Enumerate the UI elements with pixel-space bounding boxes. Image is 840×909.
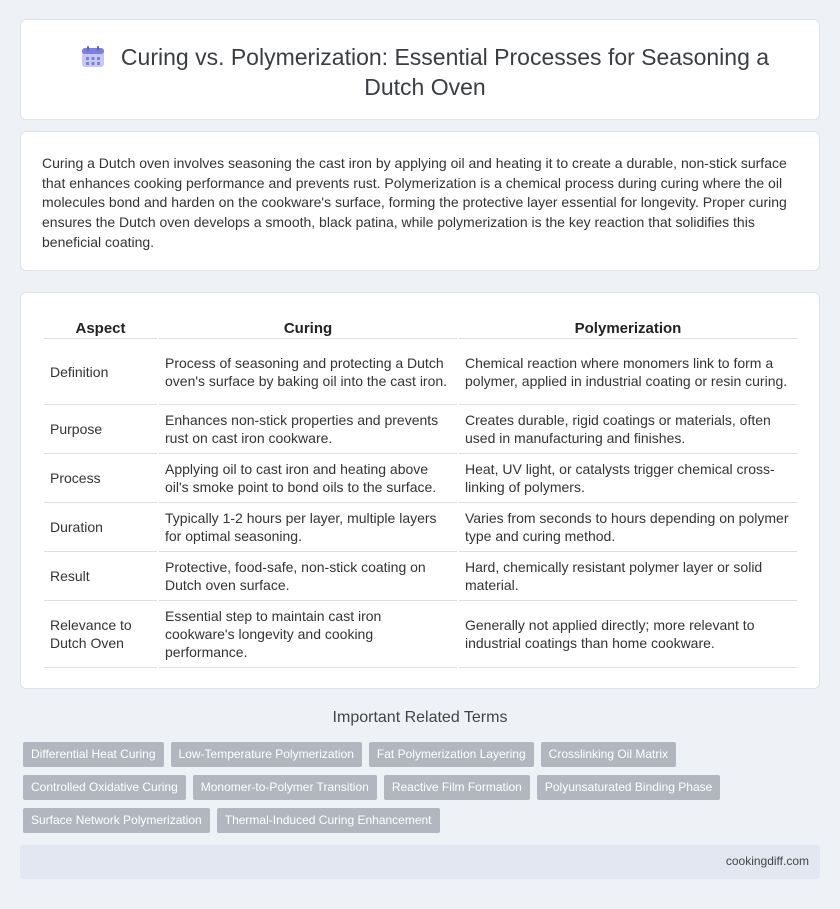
cell-curing: Enhances non-stick properties and preven…	[159, 405, 457, 454]
cell-curing: Process of seasoning and protecting a Du…	[159, 339, 457, 405]
related-term-tag[interactable]: Crosslinking Oil Matrix	[540, 742, 677, 767]
cell-polymerization: Creates durable, rigid coatings or mater…	[459, 405, 797, 454]
table-header-row: Aspect Curing Polymerization	[44, 315, 797, 339]
header-polymerization: Polymerization	[459, 315, 797, 339]
table-row: Duration Typically 1-2 hours per layer, …	[44, 503, 797, 552]
related-term-tag[interactable]: Differential Heat Curing	[23, 742, 164, 767]
cell-curing: Typically 1-2 hours per layer, multiple …	[159, 503, 457, 552]
related-terms-list: Differential Heat Curing Low-Temperature…	[23, 742, 743, 833]
page-title-text: Curing vs. Polymerization: Essential Pro…	[120, 44, 770, 100]
title-wrap: Curing vs. Polymerization: Essential Pro…	[61, 42, 789, 102]
related-term-tag[interactable]: Surface Network Polymerization	[23, 808, 210, 833]
header-curing: Curing	[159, 315, 457, 339]
header-card: Curing vs. Polymerization: Essential Pro…	[20, 19, 820, 120]
related-term-tag[interactable]: Polyunsaturated Binding Phase	[536, 775, 721, 800]
related-term-tag[interactable]: Thermal-Induced Curing Enhancement	[216, 808, 440, 833]
table-row: Relevance to Dutch Oven Essential step t…	[44, 601, 797, 668]
related-term-tag[interactable]: Controlled Oxidative Curing	[23, 775, 186, 800]
cell-curing: Protective, food-safe, non-stick coating…	[159, 552, 457, 601]
footer-site-link[interactable]: cookingdiff.com	[725, 854, 809, 868]
table-row: Process Applying oil to cast iron and he…	[44, 454, 797, 503]
cell-aspect: Definition	[44, 339, 157, 405]
comparison-table-card: Aspect Curing Polymerization Definition …	[20, 292, 820, 689]
related-term-tag[interactable]: Reactive Film Formation	[383, 775, 530, 800]
intro-card: Curing a Dutch oven involves seasoning t…	[20, 131, 820, 271]
cell-aspect: Relevance to Dutch Oven	[44, 601, 157, 668]
header-aspect: Aspect	[44, 315, 157, 339]
calendar-icon	[81, 46, 104, 67]
cell-polymerization: Varies from seconds to hours depending o…	[459, 503, 797, 552]
related-term-tag[interactable]: Fat Polymerization Layering	[368, 742, 534, 767]
cell-aspect: Purpose	[44, 405, 157, 454]
cell-polymerization: Chemical reaction where monomers link to…	[459, 339, 797, 405]
related-term-tag[interactable]: Low-Temperature Polymerization	[170, 742, 362, 767]
table-row: Result Protective, food-safe, non-stick …	[44, 552, 797, 601]
cell-aspect: Duration	[44, 503, 157, 552]
table-row: Purpose Enhances non-stick properties an…	[44, 405, 797, 454]
cell-polymerization: Hard, chemically resistant polymer layer…	[459, 552, 797, 601]
cell-polymerization: Generally not applied directly; more rel…	[459, 601, 797, 668]
comparison-table: Aspect Curing Polymerization Definition …	[42, 315, 799, 668]
related-terms-heading: Important Related Terms	[332, 709, 508, 726]
related-term-tag[interactable]: Monomer-to-Polymer Transition	[192, 775, 377, 800]
table-row: Definition Process of seasoning and prot…	[44, 339, 797, 405]
cell-aspect: Process	[44, 454, 157, 503]
page-title: Curing vs. Polymerization: Essential Pro…	[61, 42, 789, 102]
cell-aspect: Result	[44, 552, 157, 601]
cell-curing: Applying oil to cast iron and heating ab…	[159, 454, 457, 503]
intro-paragraph: Curing a Dutch oven involves seasoning t…	[42, 155, 787, 250]
footer: cookingdiff.com	[20, 845, 820, 879]
cell-polymerization: Heat, UV light, or catalysts trigger che…	[459, 454, 797, 503]
cell-curing: Essential step to maintain cast iron coo…	[159, 601, 457, 668]
